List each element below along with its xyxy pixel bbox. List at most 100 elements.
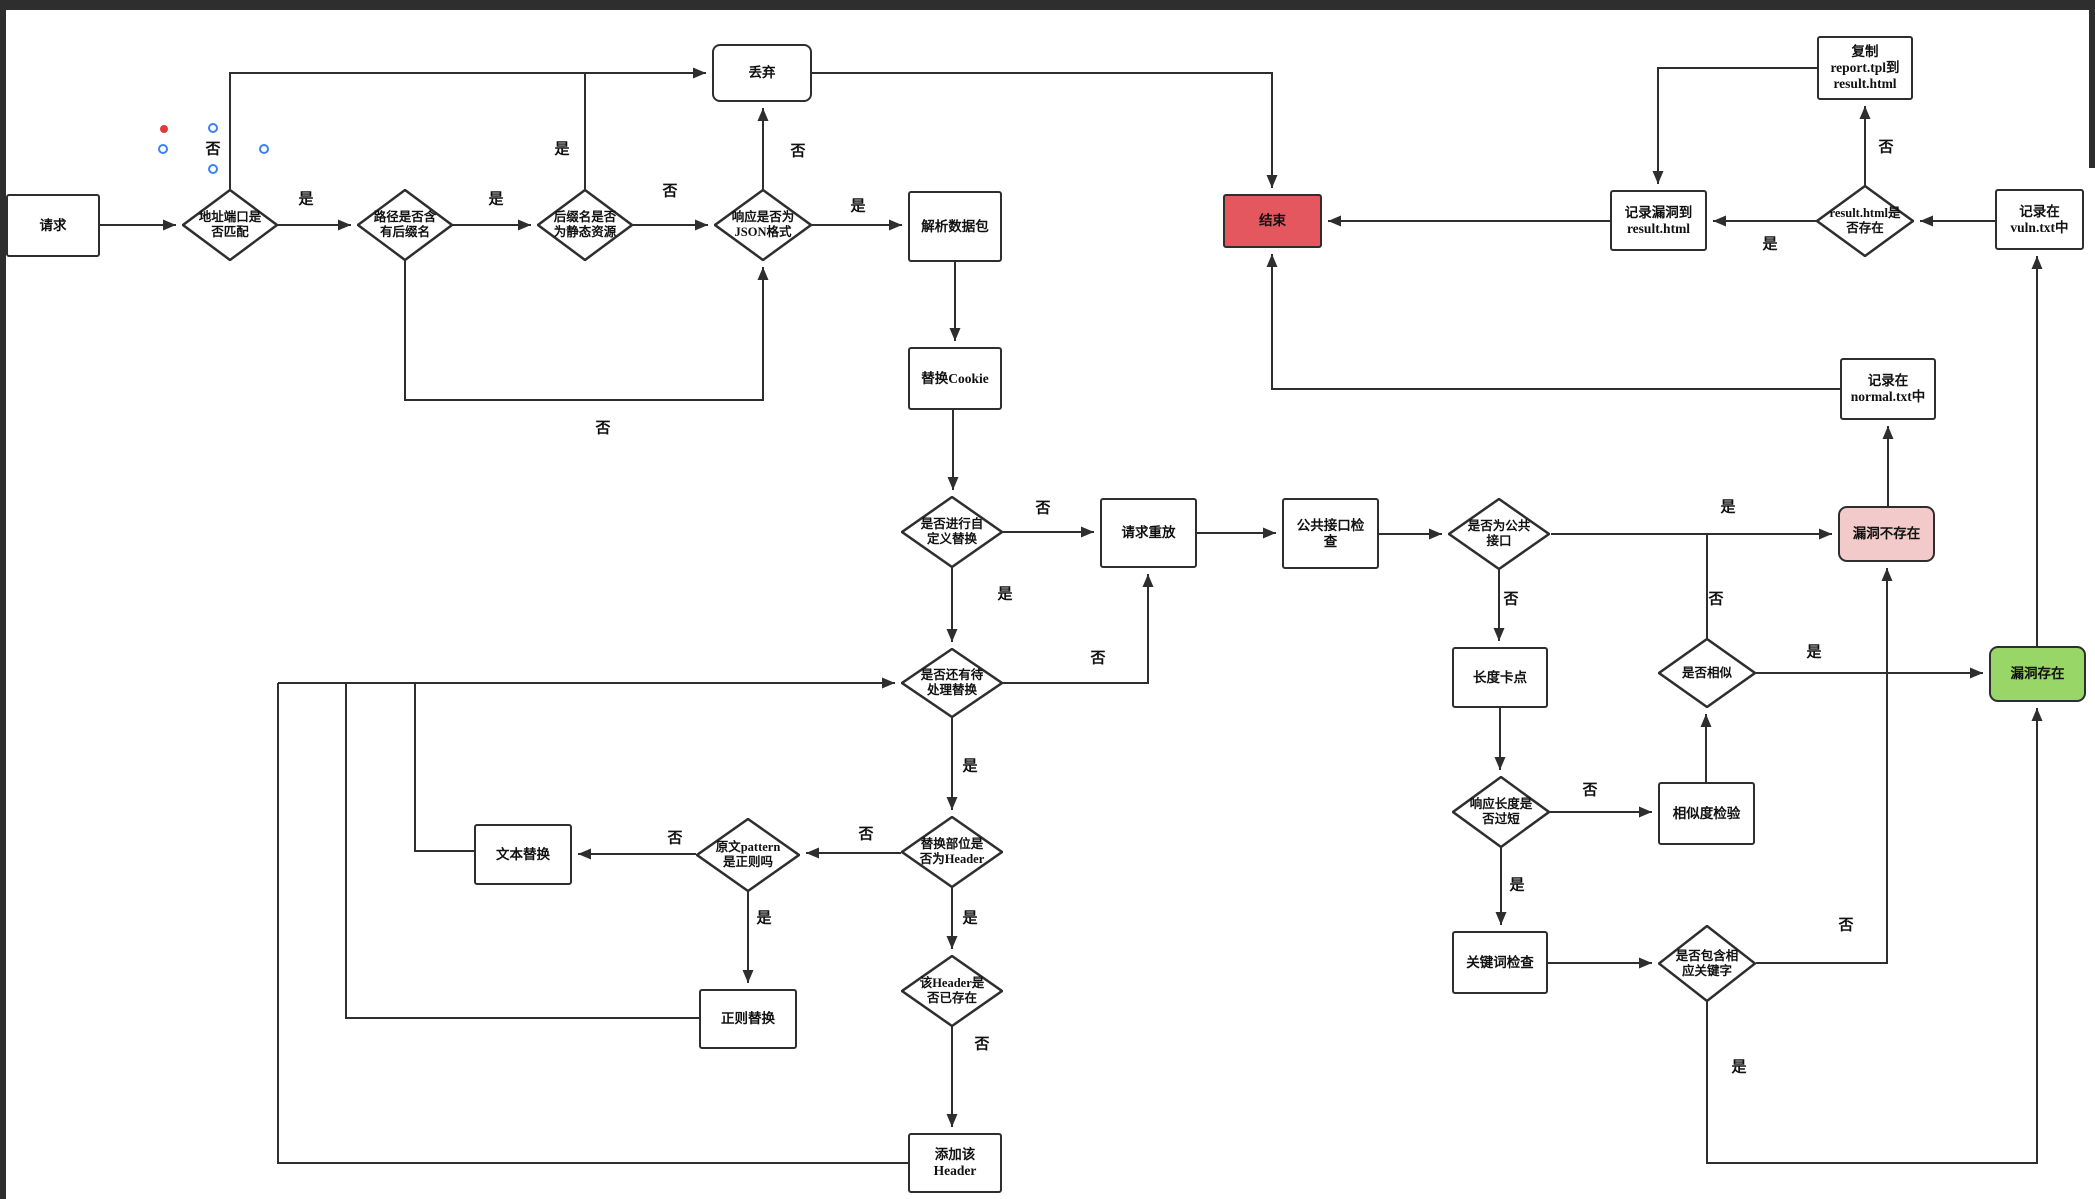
node-add-header[interactable]: 添加该 Header — [908, 1133, 1002, 1193]
node-similarity-check[interactable]: 相似度检验 — [1658, 782, 1755, 845]
arrowhead-contains-yes-to-vuln-present — [2031, 708, 2043, 721]
arrowhead-suffix-no-to-json — [695, 219, 708, 231]
selection-handle-1[interactable] — [208, 123, 218, 133]
edge-discard-to-end[interactable] — [812, 72, 1273, 188]
edge-label-17[interactable]: 否 — [1503, 591, 1519, 608]
edge-label-11[interactable]: 是 — [962, 758, 978, 775]
edge-contains-yes-to-vuln-present[interactable] — [1706, 708, 2038, 1164]
edge-regex-loop-left[interactable] — [345, 683, 699, 1019]
diamond-shape-contains-keyword — [1658, 925, 1756, 1002]
node-pending-replace[interactable]: 是否还有待 处理替换 — [901, 648, 1003, 718]
edge-label-14[interactable]: 是 — [756, 910, 772, 927]
edge-label-23[interactable]: 否 — [1838, 917, 1854, 934]
edge-label-21[interactable]: 否 — [1582, 782, 1598, 799]
node-record-normal-txt[interactable]: 记录在 normal.txt中 — [1840, 358, 1936, 420]
node-path-has-suffix[interactable]: 路径是否含 有后缀名 — [357, 189, 453, 261]
arrowhead-vuln-absent-to-normal-txt — [1882, 426, 1894, 439]
edge-label-26[interactable]: 否 — [1878, 139, 1894, 156]
node-replace-cookie[interactable]: 替换Cookie — [908, 347, 1002, 410]
edge-label-2[interactable]: 是 — [488, 191, 504, 208]
node-vuln-absent[interactable]: 漏洞不存在 — [1838, 506, 1935, 562]
diamond-shape-suffix-static — [537, 189, 633, 261]
edge-label-10[interactable]: 否 — [1090, 650, 1106, 667]
node-text-replace[interactable]: 文本替换 — [474, 824, 572, 885]
node-replace-part-header[interactable]: 替换部位是 否为Header — [901, 816, 1003, 888]
node-label-text-replace: 文本替换 — [496, 846, 550, 862]
edge-label-0[interactable]: 是 — [298, 191, 314, 208]
edge-contains-no-to-vuln-absent[interactable] — [1756, 568, 1888, 964]
node-record-vuln-txt[interactable]: 记录在 vuln.txt中 — [1995, 189, 2084, 250]
edge-label-7[interactable]: 否 — [595, 420, 611, 437]
node-label-request: 请求 — [39, 217, 67, 233]
node-request-replay[interactable]: 请求重放 — [1100, 498, 1197, 568]
selection-handle-0[interactable] — [158, 144, 168, 154]
node-resp-length-short[interactable]: 响应长度是 否过短 — [1452, 776, 1550, 848]
node-end[interactable]: 结束 — [1223, 194, 1322, 248]
edge-label-4[interactable]: 是 — [554, 141, 570, 158]
node-pattern-is-regex[interactable]: 原文pattern 是正则吗 — [696, 818, 800, 892]
node-is-public-api[interactable]: 是否为公共 接口 — [1448, 498, 1550, 570]
node-label-contains-keyword: 是否包含相 应关键字 — [1675, 948, 1739, 978]
edge-label-8[interactable]: 否 — [1035, 500, 1051, 517]
node-suffix-static[interactable]: 后缀名是否 为静态资源 — [537, 189, 633, 261]
edge-label-15[interactable]: 是 — [962, 910, 978, 927]
edge-text-loop-left[interactable] — [414, 683, 474, 852]
arrowhead-path-yes-to-suffix — [518, 219, 531, 231]
edge-label-12[interactable]: 否 — [858, 826, 874, 843]
arrowhead-discard-to-end — [1266, 175, 1278, 188]
selection-handle-3[interactable] — [259, 144, 269, 154]
node-public-api-check[interactable]: 公共接口检 查 — [1282, 498, 1379, 569]
node-copy-report-tpl[interactable]: 复制 report.tpl到 result.html — [1817, 36, 1913, 100]
node-contains-keyword[interactable]: 是否包含相 应关键字 — [1658, 925, 1756, 1002]
edge-label-9[interactable]: 是 — [997, 586, 1013, 603]
edge-label-5[interactable]: 否 — [790, 143, 806, 160]
edge-label-1-selected[interactable]: 否 — [205, 141, 221, 158]
arrowhead-copy-to-record — [1652, 171, 1664, 184]
diamond-shape-resp-length-short — [1452, 776, 1550, 848]
node-label-regex-replace: 正则替换 — [721, 1011, 775, 1027]
edge-label-24[interactable]: 是 — [1731, 1059, 1747, 1076]
edge-label-16[interactable]: 否 — [974, 1036, 990, 1053]
arrowhead-similarity-to-is-similar — [1700, 714, 1712, 727]
edge-label-20[interactable]: 是 — [1806, 644, 1822, 661]
edge-pending-no-to-replay[interactable] — [1003, 574, 1149, 684]
arrowhead-loop-to-pending — [882, 677, 895, 689]
node-custom-replace[interactable]: 是否进行自 定义替换 — [901, 496, 1003, 568]
node-header-exists[interactable]: 该Header是 否已存在 — [901, 955, 1003, 1027]
edge-normal-txt-to-end[interactable] — [1271, 254, 1840, 390]
arrowhead-replace-part-no-to-pattern — [806, 847, 819, 859]
edge-label-6[interactable]: 是 — [850, 198, 866, 215]
diamond-shape-pending-replace — [901, 648, 1003, 718]
node-label-response-json: 响应是否为 JSON格式 — [731, 210, 795, 239]
edge-path-no-to-json[interactable] — [404, 261, 764, 401]
edge-copy-to-record[interactable] — [1657, 67, 1817, 184]
edge-label-19[interactable]: 否 — [1708, 591, 1724, 608]
node-response-json[interactable]: 响应是否为 JSON格式 — [714, 189, 812, 261]
edge-add-header-loop-left[interactable] — [277, 683, 908, 1164]
node-addr-port-match[interactable]: 地址端口是 否匹配 — [182, 189, 278, 261]
node-is-similar[interactable]: 是否相似 — [1658, 638, 1756, 708]
node-record-vuln-result-html[interactable]: 记录漏洞到 result.html — [1610, 190, 1707, 251]
node-parse-packet[interactable]: 解析数据包 — [908, 191, 1002, 262]
node-label-suffix-static: 后缀名是否 为静态资源 — [553, 210, 617, 239]
edge-label-13[interactable]: 否 — [667, 830, 683, 847]
node-length-checkpoint[interactable]: 长度卡点 — [1452, 647, 1548, 708]
edge-label-18[interactable]: 是 — [1720, 499, 1736, 516]
selection-red-dot[interactable] — [160, 125, 168, 133]
node-result-html-exists[interactable]: result.html是 否存在 — [1816, 185, 1914, 257]
node-keyword-check[interactable]: 关键词检查 — [1452, 931, 1548, 994]
edge-label-25[interactable]: 是 — [1762, 236, 1778, 253]
node-regex-replace[interactable]: 正则替换 — [699, 989, 797, 1049]
node-label-request-replay: 请求重放 — [1121, 525, 1176, 541]
arrowhead-record-to-end — [1328, 215, 1341, 227]
node-label-vuln-present: 漏洞存在 — [2010, 666, 2065, 682]
node-discard[interactable]: 丢弃 — [712, 44, 812, 102]
arrowhead-vuln-present-to-vuln-txt — [2031, 256, 2043, 269]
node-vuln-present[interactable]: 漏洞存在 — [1989, 646, 2086, 702]
edge-addr-port-no-to-discard[interactable] — [229, 72, 706, 189]
edge-label-22[interactable]: 是 — [1509, 877, 1525, 894]
selection-handle-2[interactable] — [208, 164, 218, 174]
node-request[interactable]: 请求 — [6, 194, 100, 257]
edge-label-3[interactable]: 否 — [662, 183, 678, 200]
